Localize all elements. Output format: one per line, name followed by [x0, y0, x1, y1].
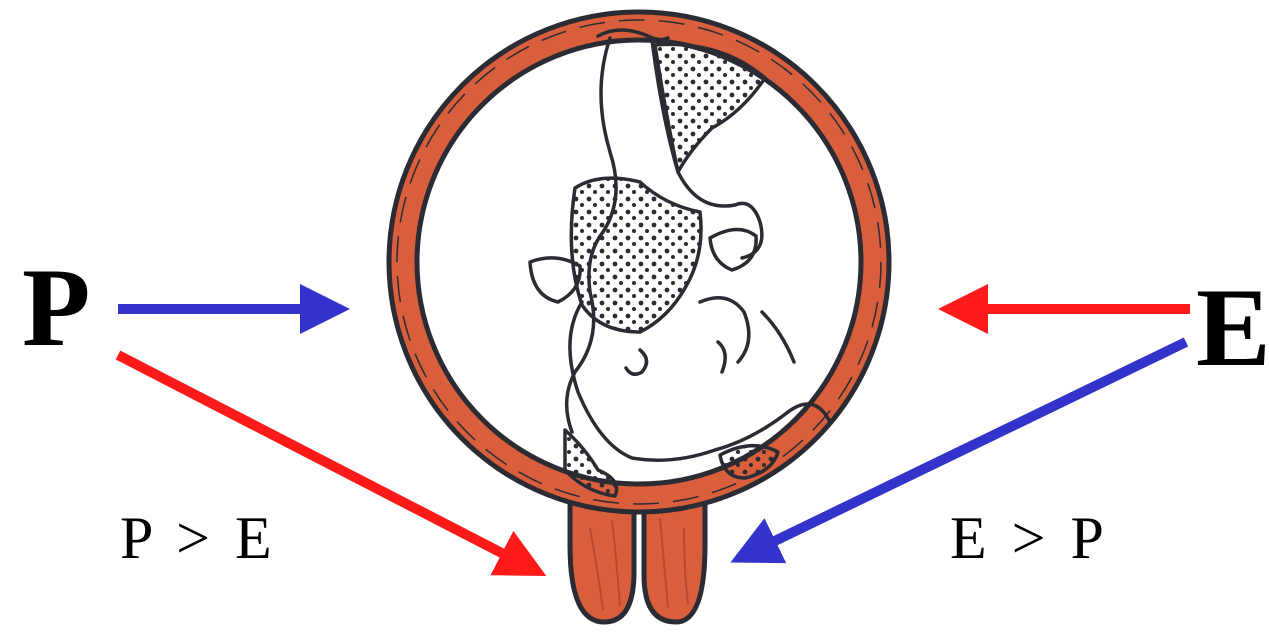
progesterone-label: P: [22, 252, 90, 364]
estrogen-label: E: [1196, 272, 1269, 384]
p-greater-than-e-label: P > E: [120, 508, 272, 568]
e-greater-than-p-label: E > P: [950, 508, 1104, 568]
